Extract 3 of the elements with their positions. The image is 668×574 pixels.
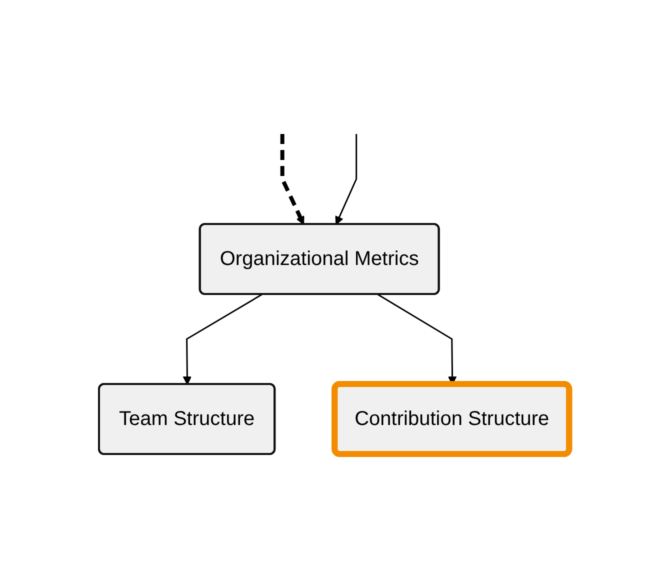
arrow [280, 134, 304, 225]
arrow [182, 294, 262, 385]
arrow [335, 134, 358, 225]
